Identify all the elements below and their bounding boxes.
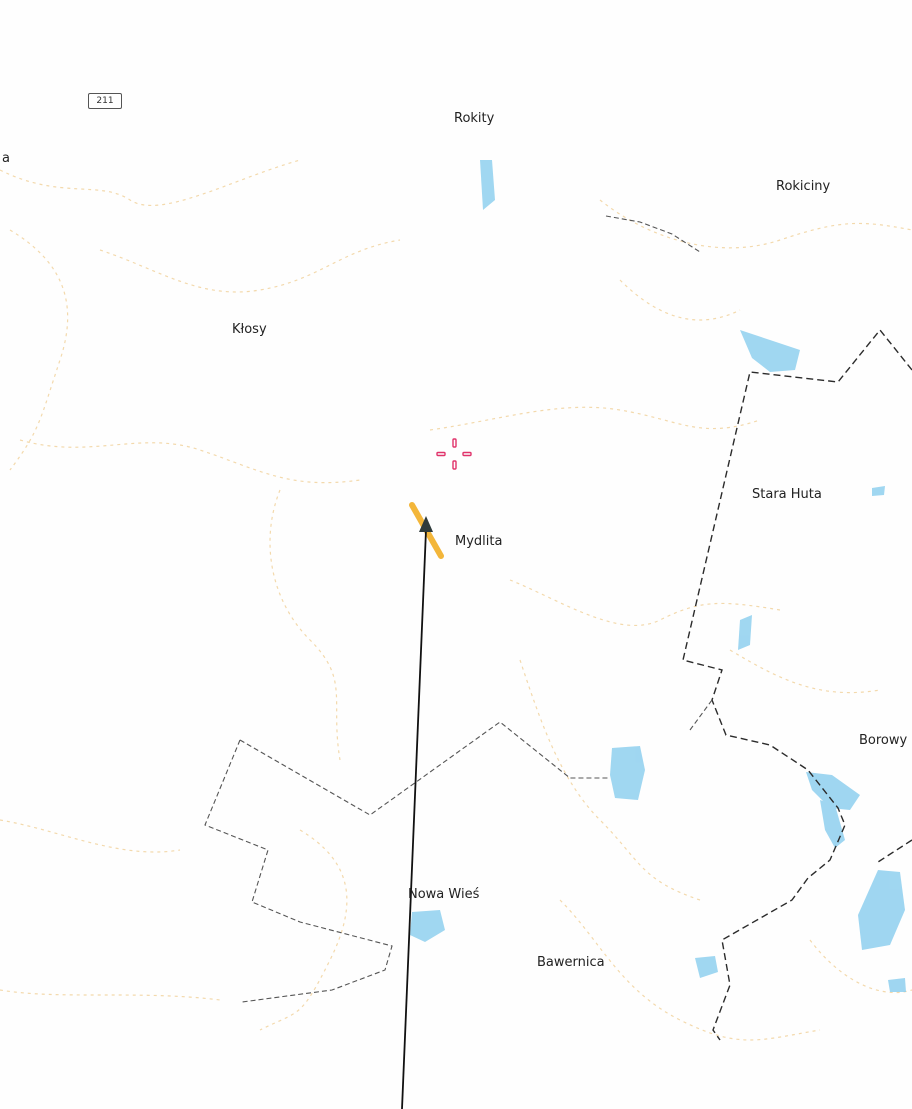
place-label-rokity: Rokity <box>454 111 495 126</box>
route-line <box>401 529 427 1109</box>
place-label-stara-huta: Stara Huta <box>752 487 822 502</box>
admin-boundary <box>682 328 912 1041</box>
road-number-shield: 211 <box>88 93 122 109</box>
dotted-paths <box>0 159 912 1041</box>
place-label-nowa-wies: Nowa Wieś <box>408 887 480 902</box>
place-label-bawernica: Bawernica <box>537 955 605 970</box>
admin-boundary-secondary <box>204 215 713 1003</box>
position-arrow-icon <box>419 516 433 532</box>
place-label-rokiciny: Rokiciny <box>776 179 831 194</box>
place-label-klosy: Kłosy <box>232 322 267 337</box>
edge-label-fragment: a <box>2 151 10 166</box>
place-label-borowy: Borowy <box>859 733 908 748</box>
place-label-mydlita: Mydlita <box>455 534 503 549</box>
water-bodies <box>410 160 906 992</box>
crosshair-icon <box>436 438 472 470</box>
